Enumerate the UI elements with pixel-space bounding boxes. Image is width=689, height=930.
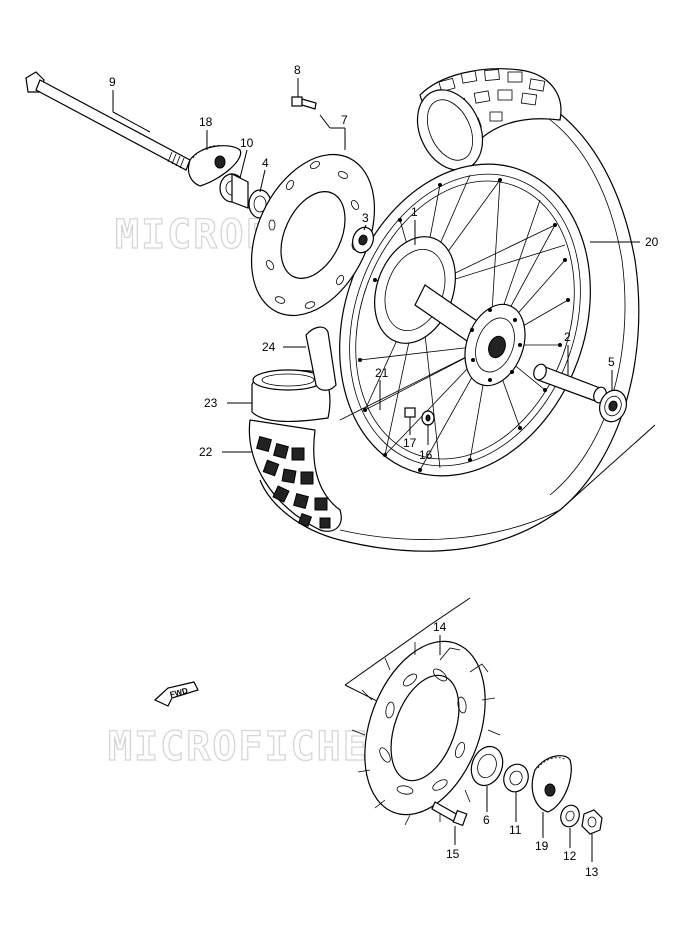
- hub-bearing: [352, 226, 374, 254]
- rim-band: [305, 326, 337, 391]
- callout-1: 1: [411, 205, 418, 219]
- callout-12: 12: [563, 849, 577, 863]
- sprocket-bearing: [470, 745, 504, 787]
- washer-16: [421, 410, 435, 426]
- brake-disc-bolt: [291, 96, 317, 110]
- axle-washer: [560, 804, 580, 828]
- callout-6: 6: [483, 813, 490, 827]
- callout-5: 5: [608, 355, 615, 369]
- tire-tread-top: [416, 68, 562, 171]
- chain-adjuster-right: [531, 755, 572, 813]
- callout-10: 10: [240, 136, 254, 150]
- callout-24: 24: [262, 340, 276, 354]
- callout-8: 8: [294, 63, 301, 77]
- callout-7: 7: [341, 113, 348, 127]
- brake-disc: [250, 153, 376, 317]
- callout-23: 23: [204, 396, 218, 410]
- hub: [374, 236, 526, 387]
- callout-4: 4: [262, 156, 269, 170]
- bearing-right: [599, 389, 627, 423]
- callout-16: 16: [419, 448, 433, 462]
- sprocket-spacer: [503, 763, 529, 793]
- sprocket-bolt: [431, 801, 468, 827]
- sprocket: [351, 640, 501, 826]
- callout-18: 18: [199, 115, 213, 129]
- leader-lines: [112, 78, 640, 862]
- callout-9: 9: [109, 75, 116, 89]
- callout-3: 3: [362, 211, 369, 225]
- axle: [25, 71, 191, 171]
- fwd-arrow-icon: FWD: [153, 681, 199, 707]
- callout-17: 17: [403, 436, 417, 450]
- chain-adjuster-left: [187, 145, 242, 187]
- axle-nut: [581, 809, 603, 835]
- callout-15: 15: [446, 847, 460, 861]
- callout-20: 20: [645, 235, 659, 249]
- axle-spacer-left: [219, 173, 249, 209]
- spacer: [533, 363, 607, 404]
- assembly-line-right: [559, 424, 656, 511]
- callout-14: 14: [433, 620, 447, 634]
- callout-22: 22: [199, 445, 213, 459]
- callouts: 9 18 10 4 8 7 3 1 20 2 5 24 21 23 17 16 …: [109, 63, 659, 879]
- assembly-line-top: [344, 597, 471, 686]
- callout-21: 21: [375, 366, 389, 380]
- callout-11: 11: [509, 823, 522, 837]
- bolt-17: [404, 407, 416, 430]
- callout-2: 2: [564, 330, 571, 344]
- tire-tread-bottom: [248, 419, 342, 532]
- callout-13: 13: [585, 865, 599, 879]
- callout-19: 19: [535, 839, 549, 853]
